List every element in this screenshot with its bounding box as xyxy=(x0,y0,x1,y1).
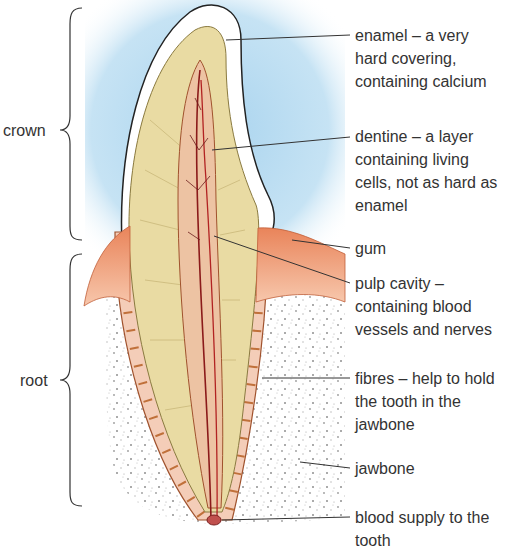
part-label: crown xyxy=(3,119,63,142)
crown-bracket xyxy=(60,8,82,240)
leader-line xyxy=(226,35,350,40)
part-label: enamel – a very hard covering, containin… xyxy=(355,24,505,93)
leader-line xyxy=(212,137,350,150)
part-label: fibres – help to hold the tooth in the j… xyxy=(355,367,495,436)
root-bracket xyxy=(60,254,82,506)
part-label: jawbone xyxy=(355,457,505,480)
leader-line xyxy=(300,462,350,468)
blood-vessel xyxy=(201,80,217,520)
part-label: gum xyxy=(355,237,505,260)
leader-line xyxy=(292,240,350,248)
leader-line xyxy=(214,236,350,283)
nerve-branches xyxy=(186,98,210,240)
gum xyxy=(256,228,345,302)
part-label: blood supply to the tooth xyxy=(355,506,495,548)
leader-line xyxy=(222,517,350,520)
brackets xyxy=(60,8,82,506)
part-label: dentine – a layer containing living cell… xyxy=(355,125,500,217)
gum xyxy=(84,226,130,306)
part-label: pulp cavity – containing blood vessels a… xyxy=(355,272,505,341)
blood-supply xyxy=(207,515,221,525)
leader-line xyxy=(262,378,350,379)
leader-lines xyxy=(212,35,350,520)
dentine xyxy=(129,26,259,512)
part-label: root xyxy=(20,369,70,392)
